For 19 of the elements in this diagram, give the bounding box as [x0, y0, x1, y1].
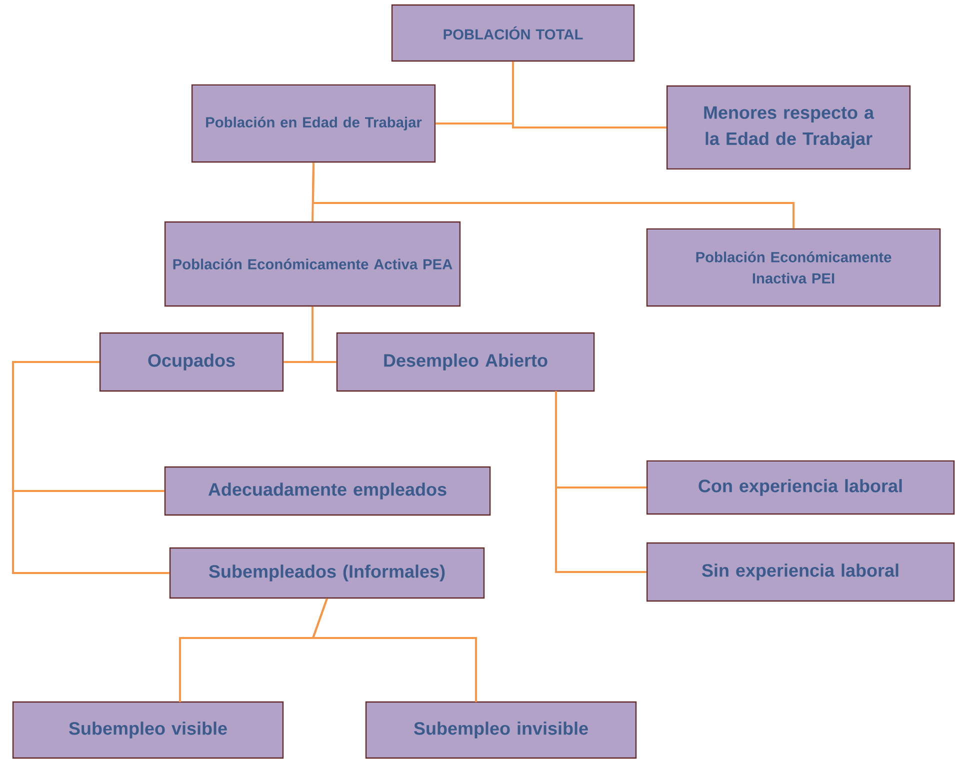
process-box: Subempleo visible: [12, 701, 284, 759]
process-box: Población en Edad de Trabajar: [191, 84, 436, 163]
process-box: Adecuadamente empleados: [164, 466, 491, 516]
connector-line: [312, 162, 794, 228]
process-box: Ocupados: [99, 332, 284, 392]
process-box: Subempleados (Informales): [169, 547, 485, 599]
process-box: Sin experiencia laboral: [646, 542, 955, 602]
process-box: Desempleo Abierto: [336, 332, 595, 392]
process-box: Población Económicamente Activa PEA: [164, 221, 461, 307]
process-box: Subempleo invisible: [365, 701, 637, 759]
process-box: Menores respecto a la Edad de Trabajar: [666, 85, 911, 170]
connector-line: [555, 391, 646, 573]
connector-line: [12, 361, 170, 574]
connector-line: [312, 598, 477, 702]
process-box: POBLACIÓN TOTAL: [391, 4, 635, 62]
process-box: Con experiencia laboral: [646, 460, 955, 515]
process-box: Población Económicamente Inactiva PEI: [646, 228, 941, 307]
connector-line: [512, 62, 666, 128]
connector-line: [312, 306, 336, 363]
